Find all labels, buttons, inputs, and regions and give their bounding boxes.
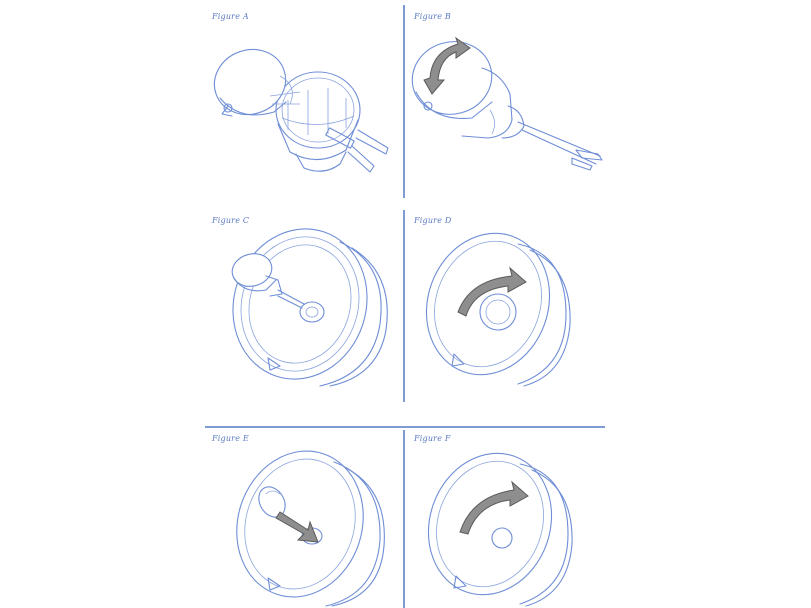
figure-f-label: Figure F xyxy=(414,434,451,443)
vertical-divider-top xyxy=(403,5,405,198)
vertical-divider-middle xyxy=(403,210,405,402)
figure-c-label: Figure C xyxy=(212,216,250,225)
vertical-divider-bottom xyxy=(403,430,405,608)
figure-b-label: Figure B xyxy=(414,12,451,21)
figure-d-label: Figure D xyxy=(414,216,452,225)
horizontal-divider xyxy=(205,426,605,428)
figure-a-label: Figure A xyxy=(212,12,249,21)
figure-e-label: Figure E xyxy=(212,434,249,443)
